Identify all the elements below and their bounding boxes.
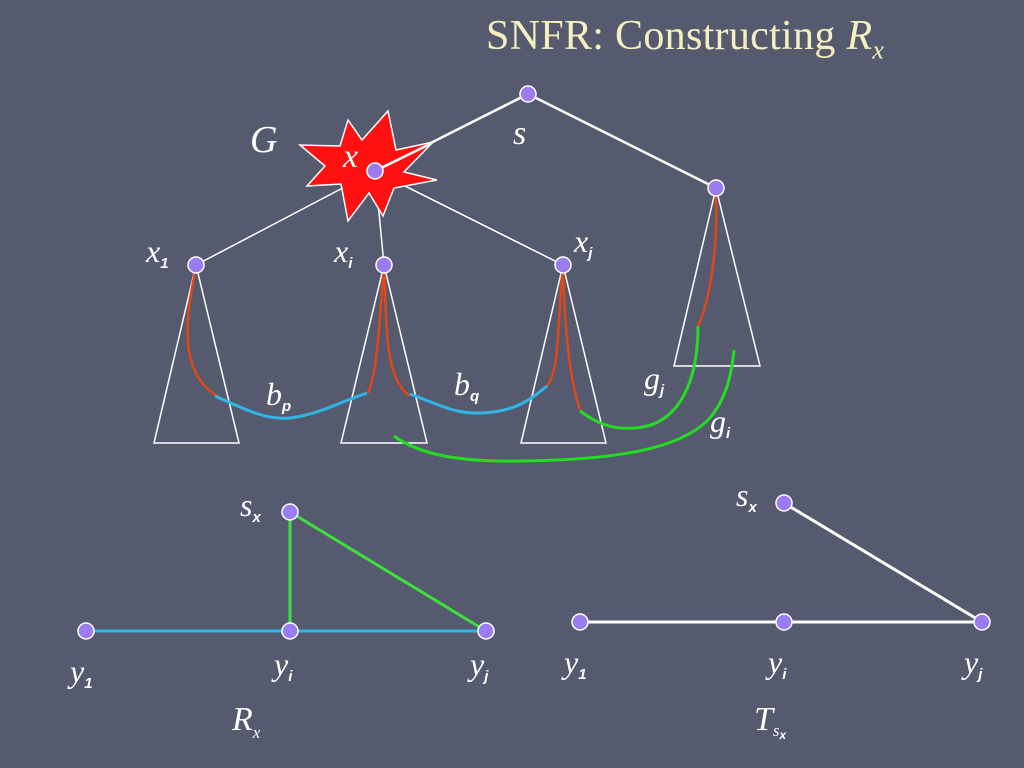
label-bq: bq	[454, 366, 479, 405]
red-path-xj-left	[545, 267, 565, 387]
tsx-edge-sx-yj	[783, 501, 983, 624]
edge-bp	[214, 391, 368, 420]
graph-tsx	[571, 494, 991, 631]
edge-s-right	[527, 92, 717, 190]
subtree-xi	[340, 264, 428, 444]
tsx-node-sx	[775, 494, 793, 512]
rx-label-sx: sx	[240, 487, 261, 526]
rx-node-y1	[77, 622, 95, 640]
node-x	[366, 162, 384, 180]
node-xi	[375, 256, 393, 274]
tsx-node-y1	[571, 613, 589, 631]
red-path-right	[696, 189, 718, 327]
rx-caption: Rx	[231, 701, 261, 742]
graph-rx	[77, 503, 495, 640]
rx-node-sx	[281, 503, 299, 521]
edge-x-xj	[374, 170, 564, 266]
node-s	[519, 85, 537, 103]
tsx-node-yj	[973, 613, 991, 631]
subtree-right	[673, 187, 761, 367]
red-path-xi-right	[382, 267, 411, 398]
edge-bq	[409, 384, 548, 415]
label-xj: xj	[573, 223, 593, 262]
edge-gj	[579, 325, 700, 430]
rx-edge-sx-yj	[289, 510, 487, 633]
label-s: s	[513, 115, 526, 152]
rx-node-yj	[477, 622, 495, 640]
edge-s-x-overlay	[374, 142, 431, 173]
title-sub: x	[872, 35, 885, 65]
tsx-label-sx: sx	[736, 477, 757, 516]
tsx-label-yj: yj	[961, 644, 983, 683]
node-x1	[187, 256, 205, 274]
subtree-xj	[520, 264, 607, 444]
label-gj: gj	[644, 360, 665, 399]
label-bp: bp	[266, 376, 291, 415]
rx-label-y1: y1	[67, 653, 93, 692]
tsx-label-yi: yi	[765, 644, 787, 683]
edge-gi	[393, 349, 736, 463]
tsx-node-yi	[775, 613, 793, 631]
title-prefix: SNFR: Constructing	[486, 13, 847, 59]
label-x: x	[342, 138, 358, 175]
red-path-x1	[186, 267, 218, 398]
graph-g	[153, 85, 761, 463]
rx-label-yi: yi	[271, 646, 293, 685]
tsx-label-y1: y1	[561, 644, 587, 683]
node-right	[707, 179, 725, 197]
slide-title: SNFR: Constructing Rx	[486, 12, 884, 65]
rx-node-yi	[281, 622, 299, 640]
subtree-x1	[153, 264, 240, 444]
red-path-xi-left	[366, 267, 386, 394]
red-path-xj-right	[561, 267, 582, 411]
label-gi: gi	[710, 403, 731, 442]
rx-label-yj: yj	[467, 646, 489, 685]
tsx-caption: Tsx	[754, 701, 788, 742]
title-var: R	[846, 13, 873, 59]
node-xj	[554, 256, 572, 274]
label-G: G	[250, 119, 277, 161]
label-x1: x1	[145, 233, 169, 272]
label-xi: xi	[333, 233, 353, 272]
